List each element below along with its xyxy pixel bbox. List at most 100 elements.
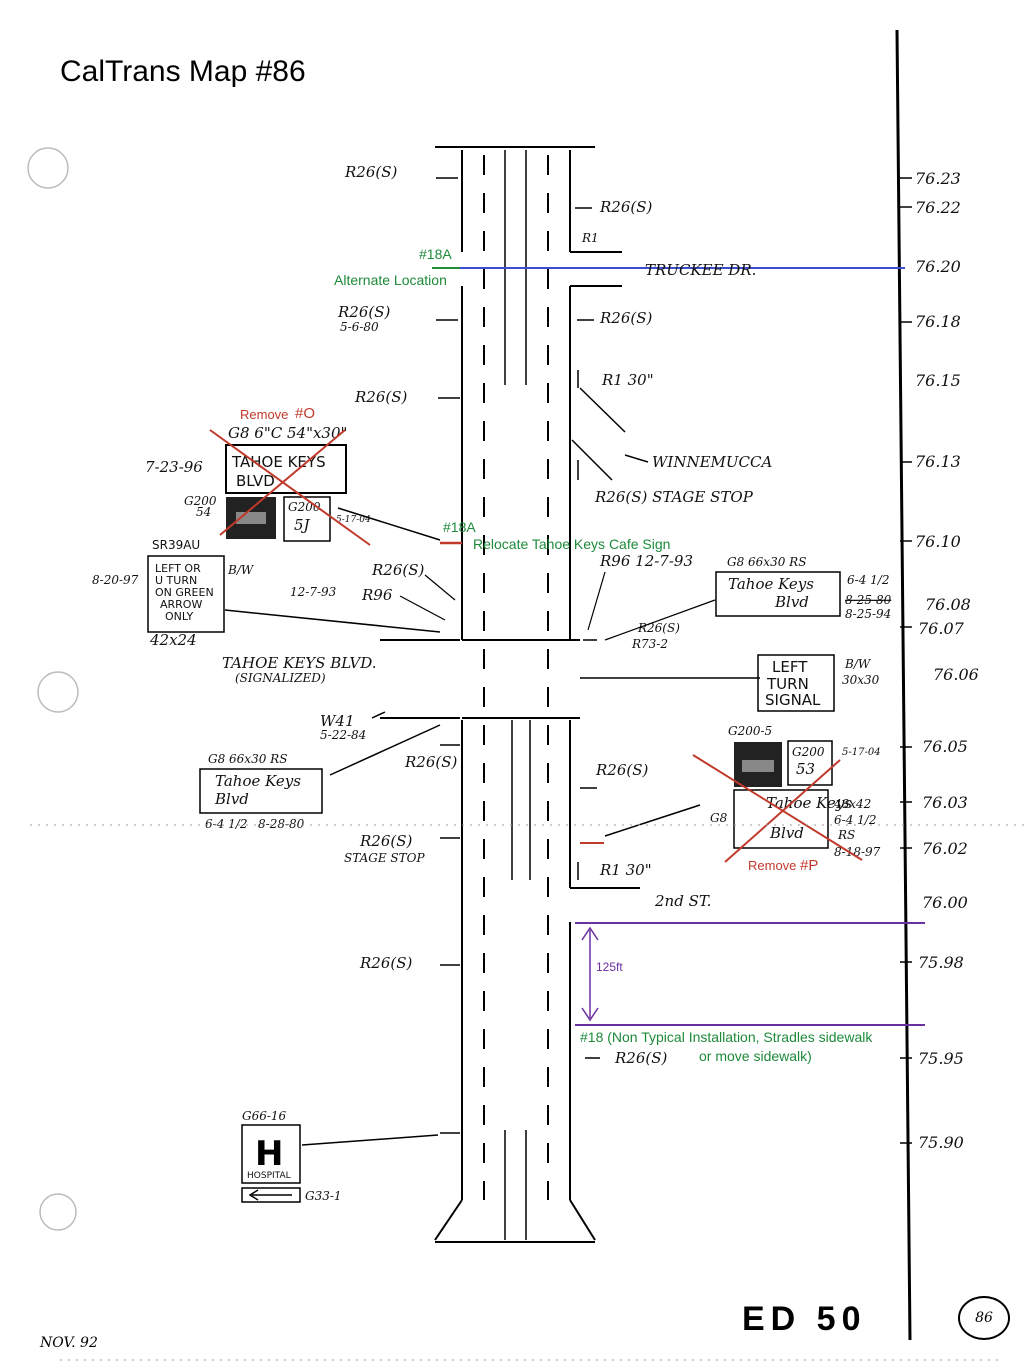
milepost-label: 76.07	[918, 619, 965, 638]
street-signalized: (SIGNALIZED)	[235, 671, 326, 685]
sign-date: 5-22-84	[320, 728, 366, 742]
milepost-label: 76.23	[915, 169, 961, 188]
sign-date: 7-23-96	[145, 458, 203, 476]
sign-label-r26: R26(S)	[404, 753, 458, 771]
sign-spec-g200-sub: 54	[196, 505, 211, 519]
sign-spec-5j: 5J	[294, 516, 311, 534]
sign-spec-g66: G66-16	[242, 1109, 287, 1123]
sign-spec-g8: G8 6"C 54"x30"	[228, 424, 347, 442]
g200-sign	[283, 496, 331, 542]
sign-text: LEFT	[772, 658, 808, 676]
sign-label-r26: R26(S)	[637, 621, 680, 635]
milepost-label: 76.22	[915, 198, 961, 217]
sign-spec-g200: G200	[792, 745, 825, 759]
hole-punch	[27, 147, 69, 189]
sign-color: B/W	[227, 563, 255, 577]
sign-date: 5-17-04	[842, 747, 881, 758]
milepost-label: 76.18	[915, 312, 961, 331]
hospital-sign	[241, 1124, 301, 1184]
sign-label-r26: R26(S)	[354, 388, 408, 406]
distance-label: 125ft	[596, 960, 623, 974]
sign-date: 5-6-80	[340, 320, 379, 334]
g200-sign-right	[787, 740, 833, 786]
milepost-label: 76.05	[922, 737, 968, 756]
sign-date: 8-18-97	[834, 845, 881, 859]
hospital-letter: H	[255, 1134, 283, 1174]
milepost-label: 76.13	[915, 452, 961, 471]
install-note: #18 (Non Typical Installation, Stradles …	[580, 1029, 873, 1045]
highway-road	[380, 146, 760, 1243]
sign-text: ON GREEN	[155, 586, 214, 599]
sign-spec-g8: G8	[710, 811, 728, 825]
median-lines	[504, 150, 531, 1240]
footer-code: ED 50	[742, 1300, 867, 1338]
tahoe-keys-sign	[225, 444, 347, 494]
sign-date: 8-25-80	[845, 593, 892, 607]
hospital-arrow-sign	[241, 1187, 301, 1203]
street-tahoe-keys: TAHOE KEYS BLVD.	[222, 654, 377, 672]
sign-code: SR39AU	[152, 538, 200, 552]
lane-lines	[483, 155, 549, 1200]
sign-color: B/W	[844, 657, 872, 671]
street-winnemucca: WINNEMUCCA	[652, 453, 772, 471]
sign-label-r1-30: R1 30"	[599, 861, 652, 879]
tahoe-keys-sign-lower	[733, 789, 829, 849]
sign-size: 6-4 1/2	[834, 813, 876, 827]
sign-date: 8-28-80	[258, 817, 305, 831]
alt-location-id: #18A	[419, 246, 452, 262]
sign-text: ONLY	[165, 610, 194, 623]
sign-label-r26: R26(S)	[359, 832, 413, 850]
sign-label-w41: W41	[320, 712, 355, 730]
sign-size: 6-4 1/2	[847, 573, 889, 587]
sign-date: 5-17-04	[336, 515, 371, 525]
sign-text: TURN	[766, 675, 809, 693]
page-number: 86	[958, 1296, 1010, 1340]
sign-text: Blvd	[769, 824, 804, 842]
milepost-label: 76.06	[933, 665, 979, 684]
milepost-label: 76.08	[925, 595, 971, 614]
street-2nd: 2nd ST.	[654, 892, 711, 910]
sign-label-r26: R26(S)	[371, 561, 425, 579]
sign-label-r26: R26(S)	[337, 303, 391, 321]
alt-location-text: Alternate Location	[334, 272, 447, 288]
sign-spec-53: 53	[796, 760, 815, 778]
sign-text: LEFT OR	[155, 562, 201, 575]
hole-punch	[37, 671, 79, 713]
sign-label-r26: R26(S)	[359, 954, 413, 972]
sign-text: Tahoe Keys	[215, 772, 301, 790]
milepost-label: 76.10	[915, 532, 961, 551]
sign-text: Tahoe Keys	[728, 575, 814, 593]
sign-note: STAGE STOP	[344, 851, 425, 865]
remove-o-word: Remove	[240, 407, 288, 422]
sign-date: 8-20-97	[92, 573, 139, 587]
tahoe-keys-sign-right	[715, 571, 841, 617]
remove-cross	[692, 754, 863, 861]
sign-spec-g200: G200-5	[728, 724, 772, 738]
sign-text: ARROW	[160, 598, 202, 611]
milepost-label: 76.00	[922, 893, 968, 912]
footer-date: NOV. 92	[40, 1335, 98, 1351]
hole-punch	[39, 1193, 77, 1231]
sign-size: 6-4 1/2	[205, 817, 247, 831]
sign-label-r26: R26(S)	[344, 163, 398, 181]
sign-spec-g8: G8 66x30 RS	[208, 752, 287, 766]
sign-date: 8-25-94	[845, 607, 891, 621]
page-title: CalTrans Map #86	[60, 55, 306, 88]
sign-label-r1-30: R1 30"	[601, 371, 654, 389]
relocate-id: #18A	[443, 519, 476, 535]
left-turn-signal-sign	[757, 654, 835, 712]
left-turn-sign	[147, 555, 225, 633]
sign-spec-g8: G8 66x30 RS	[727, 555, 806, 569]
sign-text: Blvd	[214, 790, 249, 808]
sign-text: Blvd	[774, 593, 809, 611]
sign-size: 30x30	[842, 673, 880, 687]
milepost-label: 75.98	[918, 953, 964, 972]
relocate-text: Relocate Tahoe Keys Cafe Sign	[473, 536, 670, 552]
sign-label-stage-stop: R26(S) STAGE STOP	[594, 488, 754, 506]
sign-text: BLVD	[236, 472, 275, 490]
sign-label-r26: R26(S)	[614, 1049, 668, 1067]
sign-date: 12-7-93	[290, 585, 337, 599]
sign-text: U TURN	[155, 574, 197, 587]
milepost-label: 76.20	[915, 257, 961, 276]
